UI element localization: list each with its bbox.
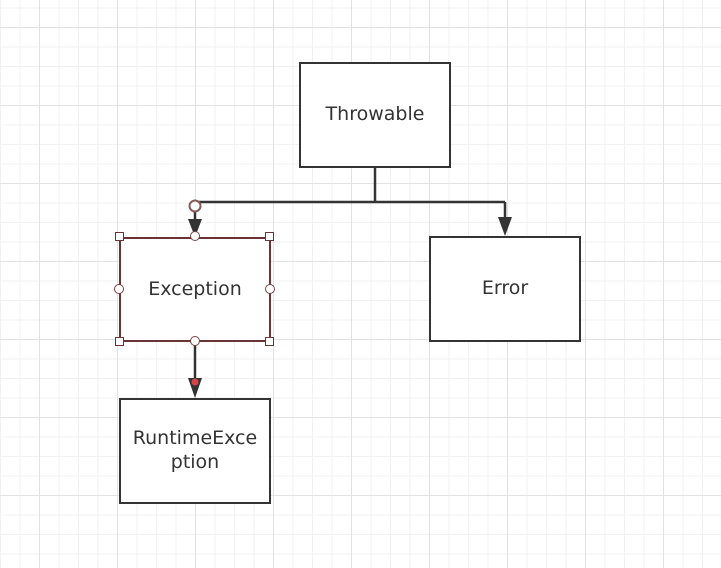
node-exception-label: Exception: [148, 277, 242, 300]
node-runtime-exception[interactable]: RuntimeExce ption: [119, 398, 271, 504]
edge-throwable-to-children[interactable]: [193, 168, 507, 228]
connection-point-bottom[interactable]: [190, 336, 200, 346]
node-error-label: Error: [481, 277, 529, 300]
edge-source-handle[interactable]: [188, 199, 202, 213]
resize-handle-bottom-left[interactable]: [115, 337, 124, 346]
arrowhead-exception: [188, 219, 202, 237]
node-exception[interactable]: Exception: [119, 237, 271, 342]
node-throwable[interactable]: Throwable: [299, 62, 451, 168]
edge-end-marker[interactable]: [191, 378, 199, 386]
arrowhead-error: [498, 217, 512, 236]
connection-point-top[interactable]: [190, 231, 200, 241]
resize-handle-top-right[interactable]: [265, 232, 274, 241]
node-error[interactable]: Error: [429, 236, 581, 342]
arrowhead-runtime: [188, 378, 202, 398]
node-throwable-label: Throwable: [325, 103, 425, 126]
node-runtime-exception-label: RuntimeExce ption: [132, 427, 258, 473]
resize-handle-bottom-right[interactable]: [265, 337, 274, 346]
connection-point-right[interactable]: [265, 284, 275, 294]
resize-handle-top-left[interactable]: [115, 232, 124, 241]
connection-point-left[interactable]: [114, 284, 124, 294]
